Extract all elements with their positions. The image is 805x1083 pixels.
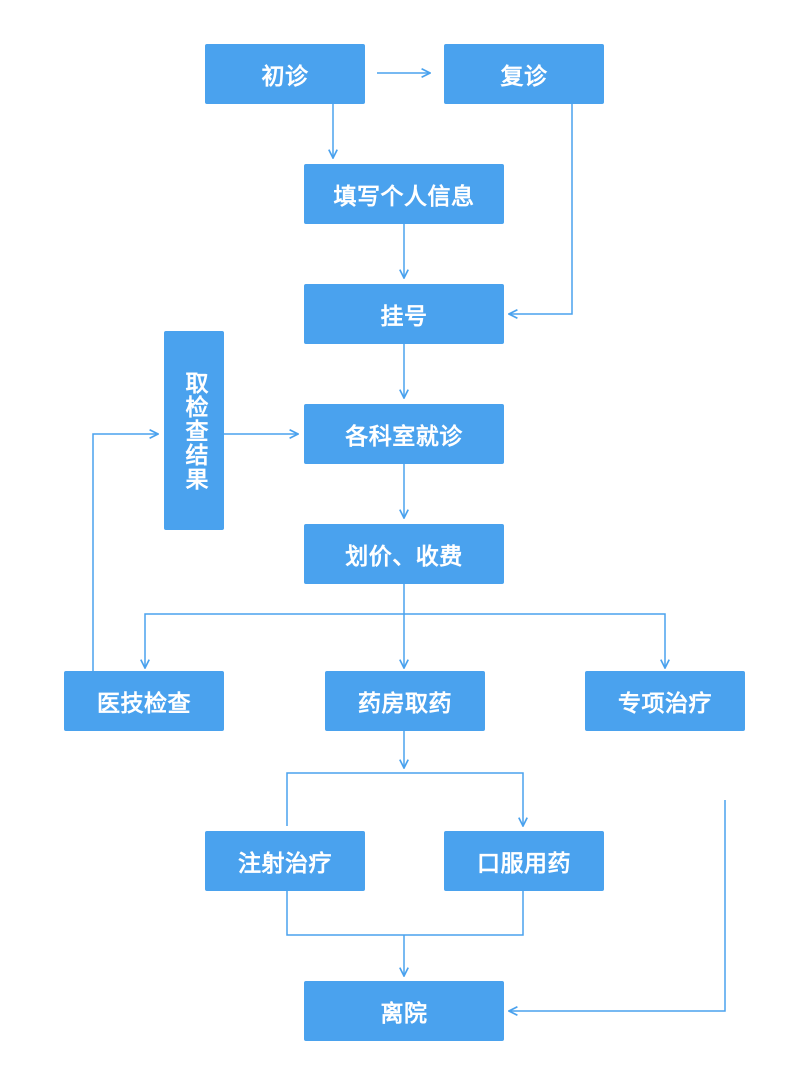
node-injection: 注射治疗 <box>205 831 365 891</box>
edge-payment-to-exam <box>145 584 405 668</box>
node-medical-exam: 医技检查 <box>64 671 224 731</box>
edge-treatments-merge <box>286 891 524 936</box>
node-oral-medication: 口服用药 <box>444 831 604 891</box>
node-pharmacy: 药房取药 <box>325 671 485 731</box>
edge-special-to-discharge <box>509 800 726 1011</box>
edge-branch-to-injection <box>286 772 523 826</box>
node-pharmacy-label: 药房取药 <box>358 691 452 717</box>
node-department-visit: 各科室就诊 <box>304 404 504 464</box>
node-special-treatment-label: 专项治疗 <box>618 691 712 717</box>
node-pricing-payment: 划价、收费 <box>304 524 504 584</box>
node-injection-label: 注射治疗 <box>238 851 332 877</box>
node-get-results: 取检查结果 <box>164 331 224 530</box>
node-fill-info: 填写个人信息 <box>304 164 504 224</box>
node-fill-info-label: 填写个人信息 <box>333 184 475 210</box>
edge-return-to-register <box>509 104 573 314</box>
node-pricing-payment-label: 划价、收费 <box>345 544 463 570</box>
edge-payment-to-special <box>404 613 665 668</box>
node-discharge: 离院 <box>304 981 504 1041</box>
node-department-visit-label: 各科室就诊 <box>345 424 463 450</box>
node-medical-exam-label: 医技检查 <box>97 691 191 717</box>
node-return-visit: 复诊 <box>444 44 604 104</box>
node-register-label: 挂号 <box>380 304 428 330</box>
node-get-results-label: 取检查结果 <box>181 370 207 491</box>
node-special-treatment: 专项治疗 <box>585 671 745 731</box>
node-register: 挂号 <box>304 284 504 344</box>
edge-exam-to-results <box>92 434 158 671</box>
node-return-visit-label: 复诊 <box>500 64 548 90</box>
node-first-visit: 初诊 <box>205 44 365 104</box>
node-discharge-label: 离院 <box>380 1001 428 1027</box>
node-first-visit-label: 初诊 <box>261 64 309 90</box>
node-oral-medication-label: 口服用药 <box>477 851 571 877</box>
